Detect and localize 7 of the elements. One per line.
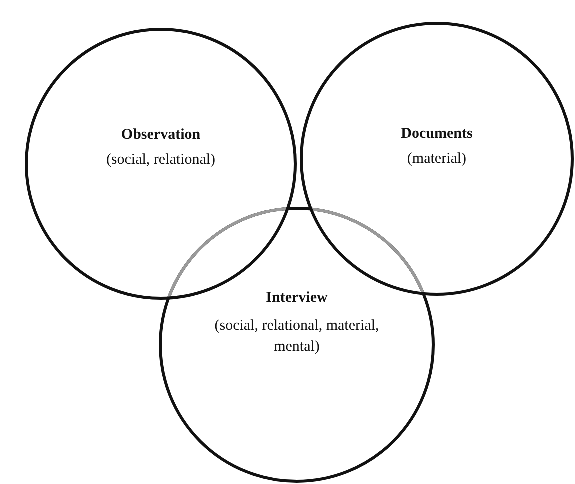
circle-heading: Observation [120,126,202,145]
circle-description: (social, relational, material, mental) [214,317,380,357]
circle-heading: Documents [400,125,474,144]
circle-description: (social, relational) [105,151,217,170]
venn-circle [159,207,435,483]
circle-heading: Interview [265,289,329,308]
circle-description: (material) [406,150,468,169]
